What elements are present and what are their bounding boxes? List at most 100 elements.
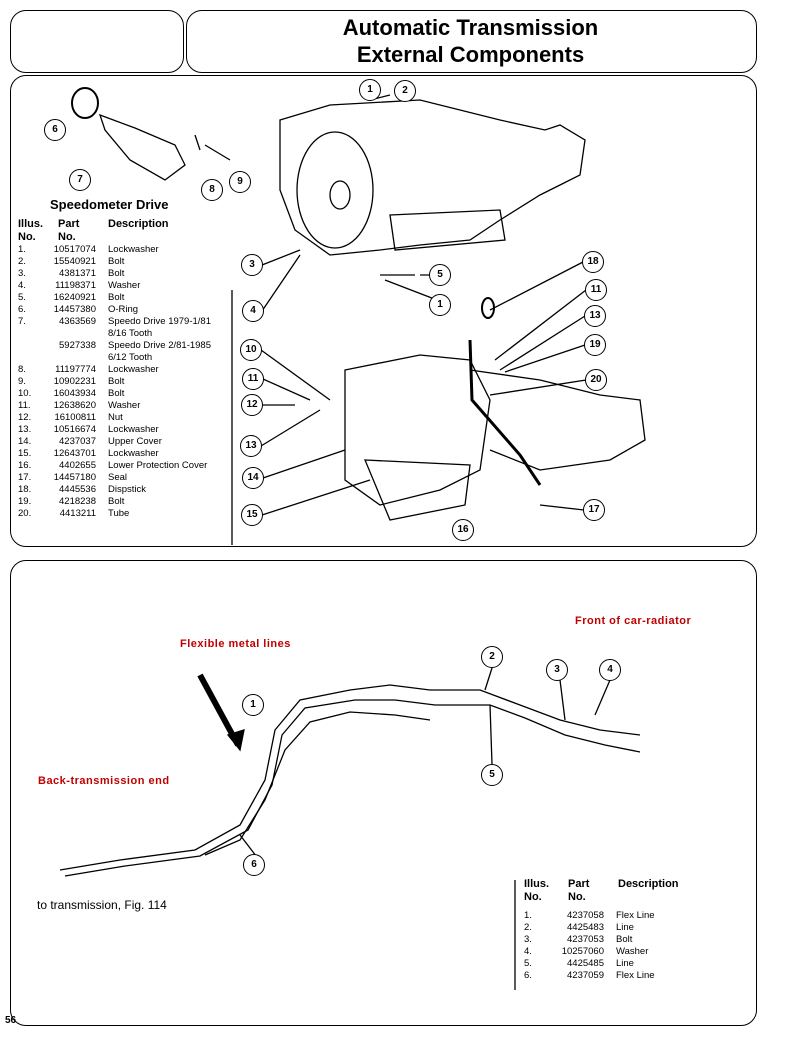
cell-part: 10257060 [561, 946, 604, 957]
cell-desc: Flex Line [616, 910, 655, 921]
cell-part: 4237037 [59, 436, 96, 447]
page-number: 56 [5, 1015, 17, 1026]
callout-number: 12 [241, 394, 263, 416]
callout-number: 4 [599, 659, 621, 681]
cell-no [18, 328, 38, 340]
cell-no: 19. [18, 496, 32, 507]
callout-number: 13 [584, 305, 606, 327]
cell-no: 3. [524, 934, 532, 945]
cell-no: 13. [18, 424, 32, 435]
cell-no: 4. [524, 946, 532, 957]
flexible-lines-label: Flexible metal lines [180, 638, 291, 650]
cell-part: 4381371 [59, 268, 96, 279]
cell-no: 5. [18, 292, 26, 303]
cell-desc: Bolt [108, 268, 125, 279]
cell-desc: Lockwasher [108, 424, 159, 435]
cell-desc: Speedo Drive 1979-1/81 [108, 316, 211, 327]
cell-desc: Line [616, 922, 634, 933]
table-row: 3. 4381371 Bolt [18, 268, 211, 280]
callout-number: 1 [429, 294, 451, 316]
cell-no: 1. [18, 244, 26, 255]
cell-desc: Line [616, 958, 634, 969]
cell-part [38, 352, 108, 364]
cell-no: 3. [18, 268, 26, 279]
callout-number: 14 [242, 467, 264, 489]
cell-no: 16. [18, 460, 32, 471]
callout-number: 9 [229, 171, 251, 193]
cell-part: 16043934 [53, 388, 96, 399]
callout-number: 13 [240, 435, 262, 457]
cell-no: 9. [18, 376, 26, 387]
callout-number: 18 [582, 251, 604, 273]
cell-desc: Washer [616, 946, 649, 957]
cell-part: 16100811 [54, 412, 96, 423]
callout-number: 1 [359, 79, 381, 101]
cell-part: 11198371 [55, 280, 96, 291]
table-header: No.No. [18, 231, 76, 243]
callout-number: 6 [243, 854, 265, 876]
cell-part: 12638620 [53, 400, 96, 411]
callout-number: 2 [481, 646, 503, 668]
cell-no: 6. [18, 304, 26, 315]
callout-number: 16 [452, 519, 474, 541]
cell-part: 4425483 [567, 922, 604, 933]
cell-desc: Bolt [616, 934, 633, 945]
front-radiator-label: Front of car-radiator [575, 615, 692, 627]
callout-number: 7 [69, 169, 91, 191]
table-row: 5. 16240921 Bolt [18, 292, 211, 304]
table-row: 14. 4237037 Upper Cover [18, 436, 211, 448]
cell-desc: Speedo Drive 2/81-1985 [108, 340, 211, 351]
cell-no [18, 340, 38, 352]
cell-desc: 8/16 Tooth [108, 328, 153, 339]
cell-part: 4237058 [567, 910, 604, 921]
cell-desc: Upper Cover [108, 436, 162, 447]
cell-part: 4413211 [59, 508, 96, 519]
cell-desc: Bolt [108, 388, 125, 399]
callout-number: 10 [240, 339, 262, 361]
cell-no: 2. [18, 256, 26, 267]
cell-part: 16240921 [53, 292, 96, 303]
table-row: 8/16 Tooth [18, 328, 211, 340]
cell-no: 14. [18, 436, 32, 447]
callout-number: 19 [584, 334, 606, 356]
cell-part [38, 328, 108, 340]
cell-desc: Bolt [108, 292, 125, 303]
cell-part: 15540921 [53, 256, 96, 267]
cell-desc: Washer [108, 400, 141, 411]
callout-number: 1 [242, 694, 264, 716]
blank-title-box [10, 10, 184, 73]
cell-part: 14457380 [53, 304, 96, 315]
callout-number: 15 [241, 504, 263, 526]
cell-desc: Lockwasher [108, 244, 159, 255]
cell-no [18, 352, 38, 364]
cell-part: 4402655 [59, 460, 96, 471]
cell-desc: Flex Line [616, 970, 655, 981]
title-box [186, 10, 757, 73]
speedometer-heading: Speedometer Drive [50, 197, 169, 212]
cell-part: 4363569 [59, 316, 96, 327]
cell-desc: Bolt [108, 376, 125, 387]
callout-number: 6 [44, 119, 66, 141]
cell-desc: O-Ring [108, 304, 139, 315]
cell-part: 4237059 [567, 970, 604, 981]
cell-no: 2. [524, 922, 532, 933]
cell-desc: Lower Protection Cover [108, 460, 208, 471]
table-row: 16. 4402655 Lower Protection Cover [18, 460, 211, 472]
cell-desc: Lockwasher [108, 364, 159, 375]
cell-part: 11197774 [55, 364, 96, 375]
cell-desc: Washer [108, 280, 141, 291]
